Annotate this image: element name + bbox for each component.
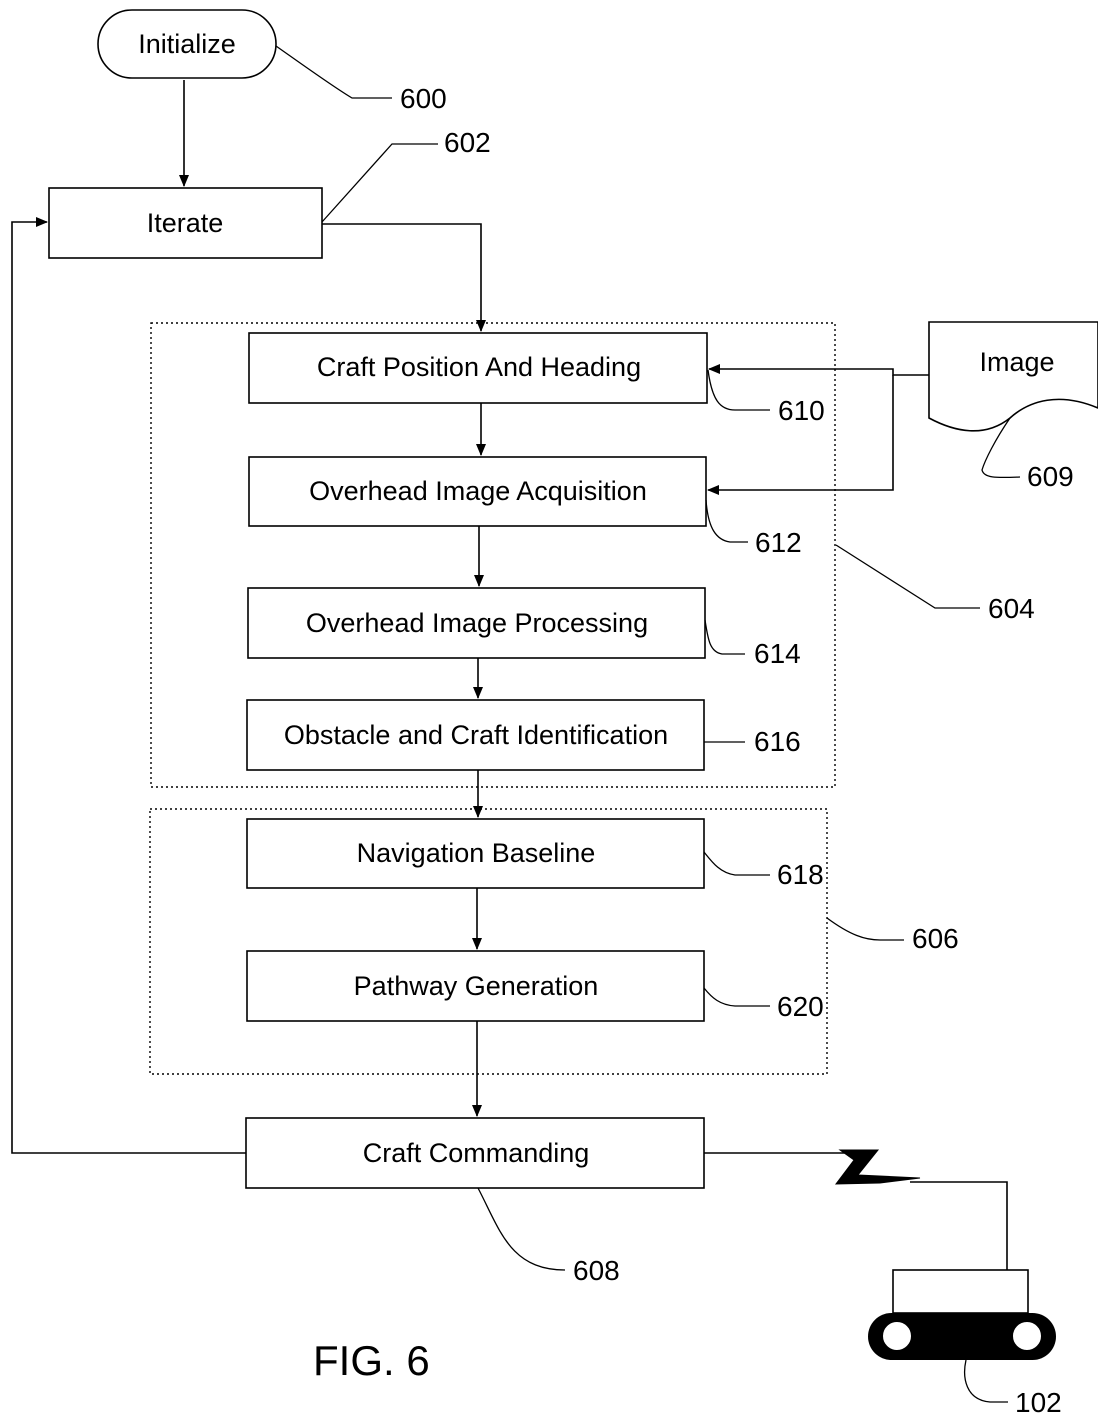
ref-600: 600 <box>400 83 447 114</box>
ref-620: 620 <box>777 991 824 1022</box>
craft-commanding-box <box>245 1117 705 1189</box>
pathway-generation-label: Pathway Generation <box>354 971 599 1001</box>
leader-600 <box>275 45 392 99</box>
leader-604 <box>835 544 980 609</box>
image-processing-box <box>247 587 706 659</box>
image-document-label: Image <box>979 347 1054 377</box>
ref-614: 614 <box>754 638 801 669</box>
ref-610: 610 <box>778 395 825 426</box>
initialize-label: Initialize <box>138 29 236 59</box>
group-box-606 <box>149 808 828 1075</box>
ref-604: 604 <box>988 593 1035 624</box>
leader-602 <box>321 143 438 223</box>
image-processing-label: Overhead Image Processing <box>306 608 648 638</box>
arrow-image-to-craft-position <box>708 364 929 376</box>
leader-614 <box>704 619 745 655</box>
craft-vehicle-icon <box>868 1269 1056 1360</box>
group-box-604 <box>150 322 836 788</box>
ref-618: 618 <box>777 859 824 890</box>
lightning-bolt-icon <box>834 1149 921 1185</box>
radio-link-to-craft <box>910 1181 1008 1270</box>
navigation-baseline-label: Navigation Baseline <box>357 838 596 868</box>
figure-label: FIG. 6 <box>313 1337 430 1384</box>
pathway-generation-box <box>246 950 705 1022</box>
craft-position-label: Craft Position And Heading <box>317 352 641 382</box>
leader-620 <box>703 987 770 1007</box>
ref-608: 608 <box>573 1255 620 1286</box>
arrow-iterate-to-craft-position <box>322 223 486 332</box>
ref-616: 616 <box>754 726 801 757</box>
ref-606: 606 <box>912 923 959 954</box>
leader-618 <box>703 851 770 876</box>
leader-608 <box>477 1187 566 1271</box>
ref-609: 609 <box>1027 461 1074 492</box>
leader-102 <box>964 1359 1008 1403</box>
ref-612: 612 <box>755 527 802 558</box>
iterate-box <box>48 187 323 259</box>
initialize-terminator <box>97 9 277 79</box>
leader-606 <box>826 917 904 941</box>
leader-610 <box>707 369 770 411</box>
iterate-label: Iterate <box>147 208 224 238</box>
ref-102: 102 <box>1015 1387 1062 1416</box>
leader-612 <box>705 499 748 543</box>
ref-602: 602 <box>444 127 491 158</box>
arrow-image-to-acquisition <box>707 375 894 495</box>
image-acquisition-box <box>248 456 707 527</box>
craft-position-box <box>248 332 708 404</box>
image-document-symbol <box>928 321 1098 432</box>
identification-label: Obstacle and Craft Identification <box>284 720 668 750</box>
craft-commanding-label: Craft Commanding <box>363 1138 590 1168</box>
leader-609 <box>981 417 1021 479</box>
identification-box <box>246 699 705 771</box>
navigation-baseline-box <box>246 818 705 889</box>
image-acquisition-label: Overhead Image Acquisition <box>309 476 647 506</box>
arrow-commanding-loop-to-iterate <box>11 217 246 1154</box>
